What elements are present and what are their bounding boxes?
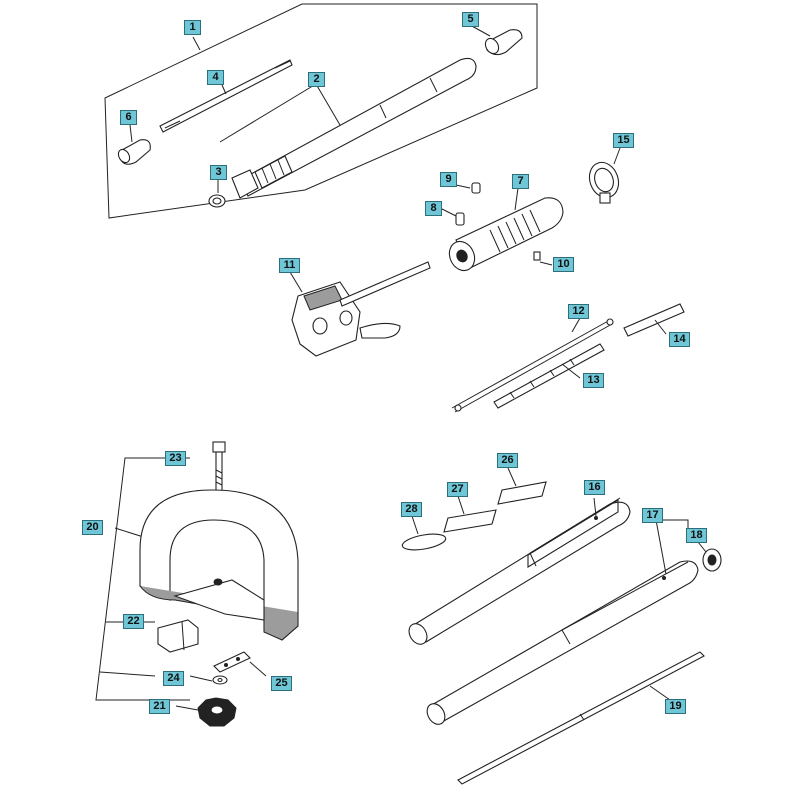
part-12-cable [451,317,614,413]
callout-20: 20 [82,520,103,535]
part-23-bolt [212,441,226,495]
group-1-box [104,3,538,219]
part-7-handle [448,187,564,272]
part-27-decal [443,495,497,533]
callout-28: 28 [401,502,422,517]
callout-3: 3 [210,165,227,180]
part-15-clamp [588,147,621,204]
part-19-shaft [457,651,705,785]
part-28-decal [401,515,447,551]
callout-21: 21 [149,699,170,714]
callout-12: 12 [568,304,589,319]
part-13-spiral [493,343,605,409]
callout-7: 7 [512,174,529,189]
part-9-screw [455,182,481,194]
callout-9: 9 [440,172,457,187]
callout-24: 24 [163,671,184,686]
part-24-washer [212,675,228,685]
callout-19: 19 [665,699,686,714]
callout-5: 5 [462,12,479,27]
callout-22: 22 [123,614,144,629]
part-3-ring [208,180,226,208]
callout-16: 16 [584,480,605,495]
callout-1: 1 [184,20,201,35]
callout-27: 27 [447,482,468,497]
callout-18: 18 [686,528,707,543]
part-22-block [157,619,199,653]
callout-2: 2 [308,72,325,87]
callout-10: 10 [553,257,574,272]
part-8-screw [439,207,465,226]
callout-25: 25 [271,676,292,691]
part-5-cap [469,24,523,56]
part-2-tube [219,57,477,199]
part-26-decal [497,467,547,505]
part-16-tube [408,497,631,645]
callout-26: 26 [497,453,518,468]
callout-4: 4 [207,70,224,85]
part-17-tube [426,519,699,725]
callout-14: 14 [669,332,690,347]
part-10-screw [533,251,553,266]
part-14-tube [623,303,685,337]
part-21-knob [175,697,237,727]
callout-17: 17 [642,508,663,523]
callout-6: 6 [120,110,137,125]
part-18-bushing [697,541,722,572]
callout-13: 13 [583,373,604,388]
part-6-cap [117,124,151,165]
callout-23: 23 [165,451,186,466]
part-25-plate [213,651,267,677]
callout-15: 15 [613,133,634,148]
callout-8: 8 [425,201,442,216]
part-4-shaft [159,59,293,133]
callout-11: 11 [279,258,300,273]
part-20-loop-handle [139,489,299,641]
part-11-throttle-housing [289,261,431,357]
